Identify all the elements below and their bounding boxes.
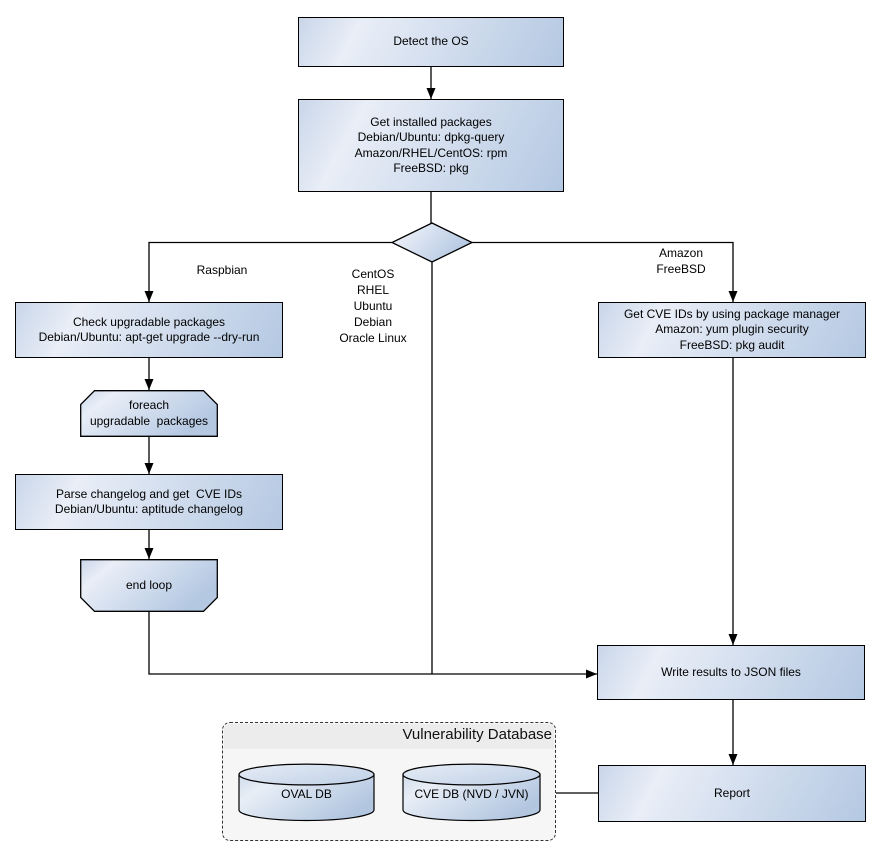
node-parse-changelog: Parse changelog and get CVE IDs Debian/U… (15, 474, 283, 530)
edge-diamond-to-check (148, 241, 392, 302)
edge-endloop-to-write (148, 612, 597, 675)
loop-end-shape-icon (80, 559, 218, 612)
arrowhead-icon (144, 548, 154, 559)
node-check-upgradable-packages: Check upgradable packages Debian/Ubuntu:… (15, 302, 283, 358)
arrowhead-icon (728, 754, 738, 765)
arrowhead-icon (586, 669, 597, 679)
edge-label-amazon-freebsd: Amazon FreeBSD (656, 246, 706, 276)
arrowhead-icon (144, 291, 154, 302)
vulnerability-database-title: Vulnerability Database (402, 726, 552, 743)
node-parse-changelog-label: Parse changelog and get CVE IDs Debian/U… (54, 486, 244, 517)
node-get-cve-ids-label: Get CVE IDs by using package manager Ama… (623, 306, 841, 352)
edge-diamond-to-getcve (472, 241, 734, 302)
database-cve-db-label: CVE DB (NVD / JVN) (414, 787, 529, 801)
loop-start-shape-icon (80, 390, 218, 437)
node-foreach-loop-start: foreach upgradable packages (80, 390, 218, 437)
arrowhead-icon (144, 463, 154, 474)
database-oval-db-label: OVAL DB (281, 787, 332, 801)
node-report: Report (598, 765, 866, 822)
node-check-upgradable-packages-label: Check upgradable packages Debian/Ubuntu:… (38, 314, 260, 345)
database-cve-db: CVE DB (NVD / JVN) (402, 763, 541, 822)
arrowhead-icon (728, 291, 738, 302)
node-detect-os: Detect the OS (298, 17, 564, 67)
node-report-label: Report (713, 785, 751, 800)
decision-diamond (390, 222, 474, 263)
node-write-results-json-label: Write results to JSON files (661, 664, 801, 679)
arrowhead-icon (144, 379, 154, 390)
database-oval-db: OVAL DB (238, 763, 375, 822)
node-foreach-loop-start-label: foreach upgradable packages (89, 398, 209, 428)
node-detect-os-label: Detect the OS (393, 34, 469, 49)
edge-label-raspbian: Raspbian (196, 263, 248, 277)
node-get-installed-packages-label: Get installed packages Debian/Ubuntu: dp… (354, 114, 508, 176)
node-end-loop-label: end loop (125, 577, 173, 592)
arrowheads (144, 88, 738, 765)
node-write-results-json: Write results to JSON files (597, 645, 865, 700)
edge-label-yum-oval-group: CentOS RHEL Ubuntu Debian Oracle Linux (339, 267, 407, 345)
node-get-cve-ids: Get CVE IDs by using package manager Ama… (598, 302, 866, 358)
database-cylinder-icon (402, 763, 541, 822)
node-end-loop: end loop (80, 559, 218, 612)
vulnerability-database-title-strip (224, 724, 554, 749)
arrowhead-icon (728, 634, 738, 645)
database-cylinder-icon (238, 763, 375, 822)
arrowhead-icon (426, 88, 436, 99)
node-get-installed-packages: Get installed packages Debian/Ubuntu: dp… (298, 99, 564, 192)
